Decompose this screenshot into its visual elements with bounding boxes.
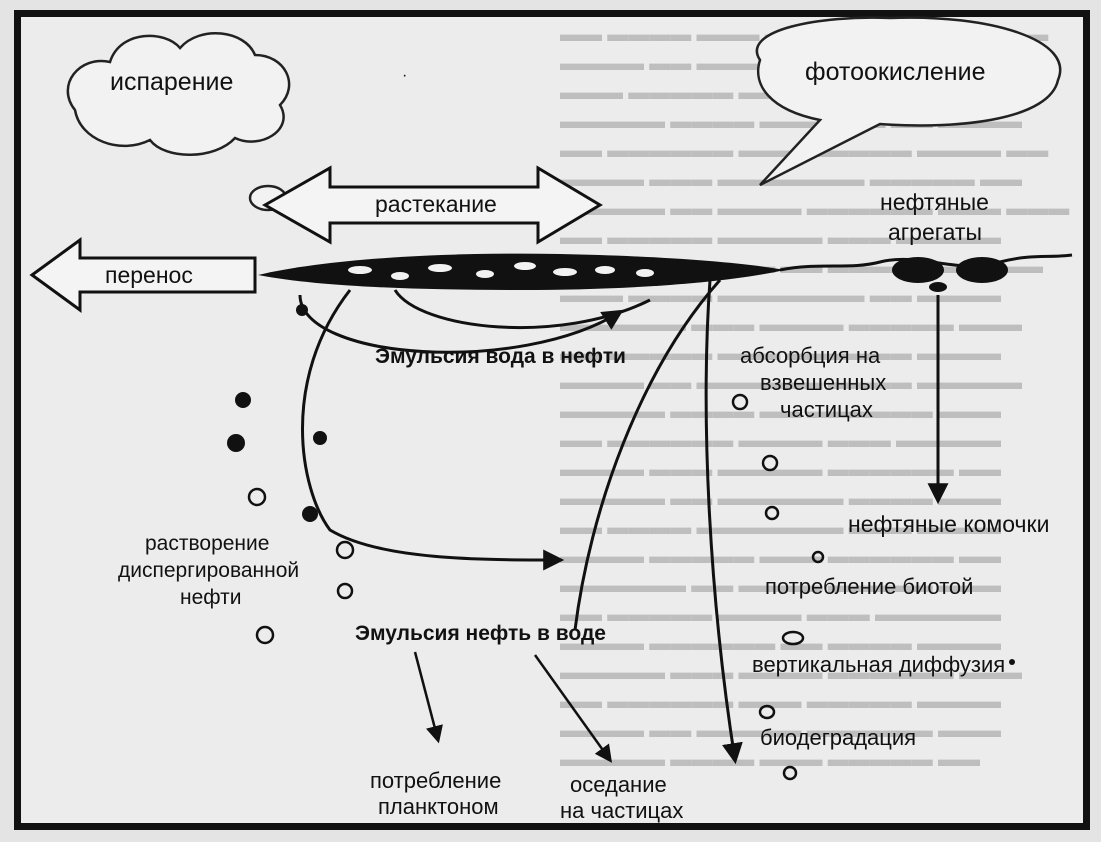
- transport-arrow: [29, 237, 257, 313]
- plankton-label-2: планктоном: [378, 794, 499, 819]
- dot-mark: ·: [402, 67, 407, 84]
- oil-in-water-curve: [301, 289, 565, 571]
- evaporation-cloud: [66, 31, 291, 212]
- biodegradation-curve: [704, 279, 743, 765]
- arrow-to-plankton: [413, 651, 443, 744]
- sedimentation-curve: [573, 279, 722, 631]
- dissolution-label-1: растворение: [145, 532, 269, 555]
- water-in-oil-label: Эмульсия вода в нефти: [375, 345, 626, 368]
- oil-lumps-label: нефтяные комочки: [848, 511, 1049, 537]
- dispersed-droplets: [227, 304, 1015, 781]
- arrow-to-sedimentation: [533, 654, 613, 763]
- absorption-label-1: абсорбция на: [740, 343, 881, 368]
- plankton-label-1: потребление: [370, 768, 501, 793]
- vertical-diffusion-label: вертикальная диффузия: [752, 652, 1005, 677]
- oil-aggregates-label-1: нефтяные: [880, 189, 989, 215]
- oil-aggregates-label-2: агрегаты: [888, 219, 982, 245]
- dissolution-label-3: нефти: [180, 586, 241, 609]
- photooxidation-bubble: [755, 16, 1062, 187]
- oil-aggregates-blobs: [892, 257, 1008, 292]
- spreading-label: растекание: [375, 191, 497, 217]
- biota-consumption-label: потребление биотой: [765, 574, 973, 599]
- oil-in-water-label: Эмульсия нефть в воде: [355, 622, 606, 645]
- sedimentation-label-2: на частицах: [560, 798, 683, 823]
- photooxidation-label: фотоокисление: [805, 58, 985, 86]
- oil-slick: [258, 253, 785, 290]
- dissolution-label-2: диспергированной: [118, 559, 299, 582]
- biodegradation-label: биодеградация: [760, 725, 916, 750]
- water-in-oil-arrow: [298, 289, 651, 354]
- sedimentation-label-1: оседание: [570, 772, 667, 797]
- transport-label: перенос: [105, 262, 193, 288]
- spreading-double-arrow: [261, 165, 603, 245]
- absorption-label-3: частицах: [780, 397, 873, 422]
- evaporation-label: испарение: [110, 68, 233, 96]
- absorption-label-2: взвешенных: [760, 370, 886, 395]
